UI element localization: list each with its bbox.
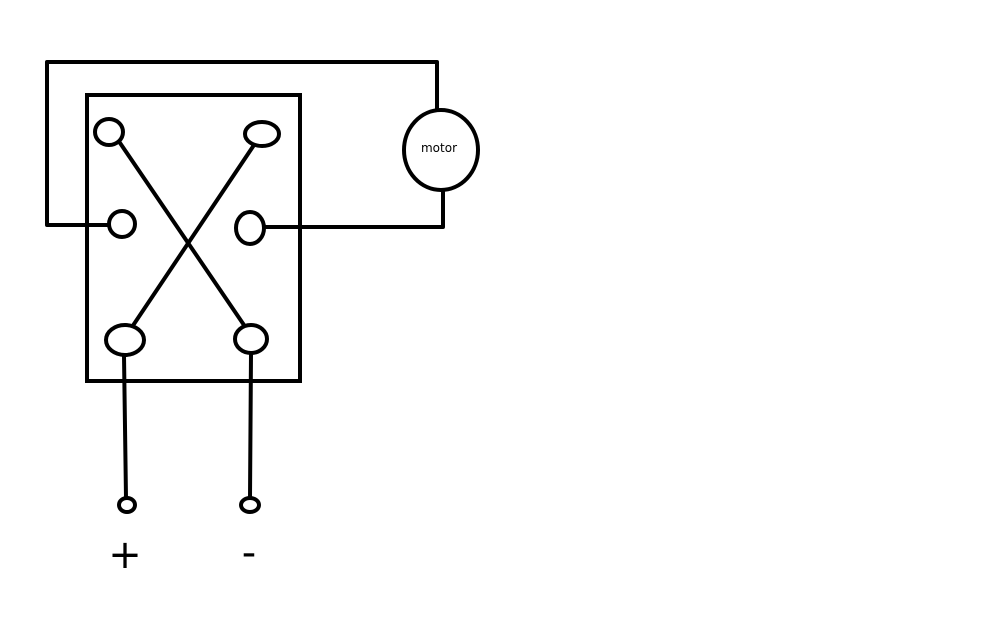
terminal-middle-left	[107, 209, 137, 239]
terminal-bottom-left	[104, 323, 146, 357]
supply-terminal-negative	[239, 496, 261, 514]
switch-body	[85, 93, 302, 383]
motor-label: motor	[421, 141, 457, 155]
terminal-top-left	[93, 117, 125, 147]
supply-terminal-positive	[117, 496, 137, 514]
negative-label: -	[242, 530, 256, 576]
motor-symbol	[402, 108, 480, 192]
terminal-top-right	[243, 120, 281, 148]
terminal-middle-right	[234, 210, 266, 246]
lead-wire-negative	[248, 352, 253, 500]
wire-motor-return	[262, 186, 445, 229]
cross-wire-a	[116, 138, 248, 330]
cross-wire-b	[130, 140, 258, 329]
lead-wire-positive	[122, 354, 128, 500]
wire-left-loop	[45, 60, 439, 227]
positive-label: +	[108, 532, 142, 578]
terminal-bottom-right	[233, 323, 269, 355]
